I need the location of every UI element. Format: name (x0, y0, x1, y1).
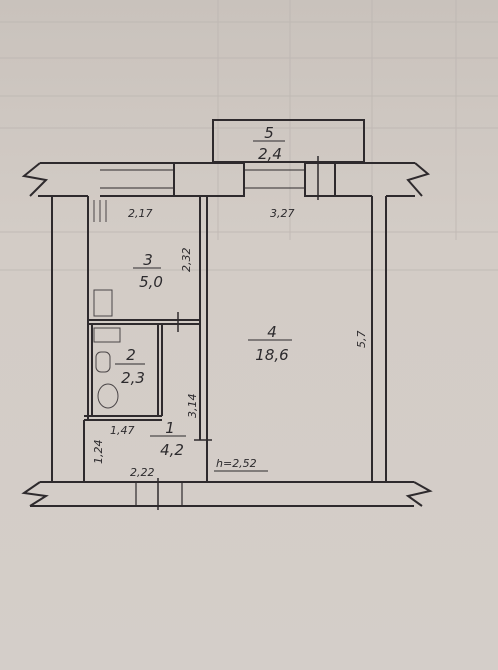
top-window (244, 169, 305, 189)
room-labels: 5 2,4 3 5,0 4 18,6 2 2,3 1 4,2 (115, 124, 292, 459)
dim-hall-short: 1,24 (92, 440, 105, 465)
partition-main (199, 196, 208, 482)
left-break-symbol-bottom (21, 481, 49, 507)
dim-hall-width: 2,22 (130, 466, 155, 479)
top-wall-right (335, 162, 415, 197)
room-3-area: 5,0 (139, 273, 163, 291)
dim-hall-depth: 3,14 (186, 394, 199, 419)
dim-bath-width: 2,17 (128, 207, 153, 220)
room-5-area: 2,4 (258, 145, 282, 163)
sink (95, 351, 111, 373)
top-wall-pier-right (304, 162, 336, 197)
background-table-grid (0, 0, 498, 271)
ceiling-height: h=2,52 (216, 457, 257, 470)
wc-bottom-partition (84, 415, 162, 421)
bath-radiator (93, 200, 107, 222)
room-4-area: 18,6 (255, 346, 288, 364)
dim-room4-depth: 5,7 (355, 331, 368, 349)
wc-right-partition (157, 324, 163, 416)
dim-wc-width: 1,47 (110, 424, 135, 437)
bottom-wall (30, 481, 414, 507)
top-wall-pier (173, 162, 245, 197)
fixtures (93, 200, 121, 409)
right-break-symbol-bottom (405, 481, 433, 507)
hall-bottom (83, 420, 182, 483)
dim-bath-depth: 2,32 (180, 248, 193, 273)
bath-stove (93, 289, 113, 317)
bathtub (93, 327, 121, 343)
toilet (97, 383, 119, 409)
room-2-area: 2,3 (121, 369, 145, 387)
dim-room4-width: 3,27 (270, 207, 295, 220)
walls (21, 119, 433, 510)
dimension-labels: 2,17 3,27 2,32 5,7 3,14 1,47 1,24 2,22 h… (92, 207, 368, 479)
right-outer-wall (371, 196, 387, 482)
room-1-area: 4,2 (160, 441, 184, 459)
right-break-symbol-top (406, 162, 431, 197)
room-4-number: 4 (267, 323, 277, 341)
bath-top-partition (88, 319, 200, 325)
left-outer-wall (51, 196, 89, 482)
room-1-number: 1 (165, 419, 175, 437)
room-5-number: 5 (264, 124, 274, 142)
balcony-outline (212, 119, 365, 163)
room-2-number: 2 (126, 346, 136, 364)
room-3-number: 3 (143, 251, 153, 269)
left-break-symbol-top (21, 162, 49, 197)
top-wall-left (38, 162, 174, 197)
